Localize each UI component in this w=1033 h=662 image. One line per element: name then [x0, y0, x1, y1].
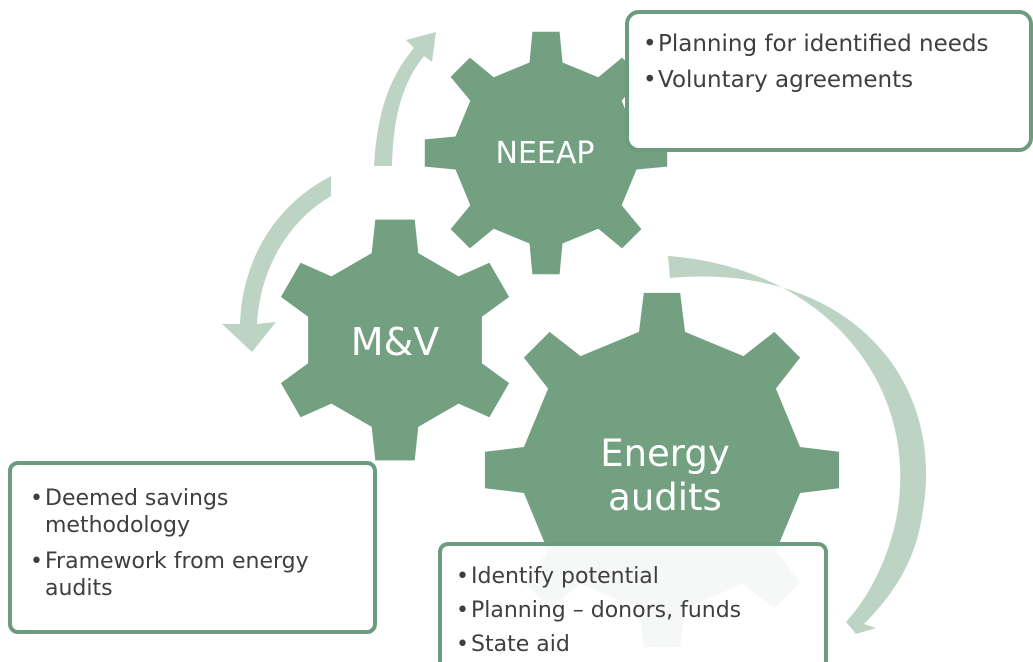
energy-audits-label-line2: audits — [608, 475, 722, 519]
neeap-gear — [424, 31, 668, 275]
neeap-callout: Planning for identified needs Voluntary … — [625, 10, 1033, 152]
energy-audits-callout-item: State aid — [456, 628, 816, 662]
mv-callout: Deemed savings methodology Framework fro… — [8, 461, 377, 634]
neeap-callout-item: Planning for identified needs — [643, 26, 1019, 62]
cycle-arrow-to-energy-audits — [668, 256, 927, 634]
mv-gear-label: M&V — [350, 320, 440, 364]
energy-audits-callout: Identify potential Planning – donors, fu… — [438, 542, 828, 662]
mv-callout-item: Framework from energy audits — [30, 548, 363, 602]
energy-audits-callout-item: Planning – donors, funds — [456, 594, 816, 628]
mv-callout-item: Deemed savings methodology — [30, 485, 363, 539]
cycle-arrow-to-mv — [222, 176, 331, 352]
energy-audits-label-line1: Energy — [600, 432, 730, 475]
cycle-arrow-to-neeap — [374, 32, 436, 166]
mv-gear — [280, 219, 510, 461]
neeap-callout-item: Voluntary agreements — [643, 62, 1019, 98]
energy-audits-gear-label: Energy audits — [570, 432, 760, 519]
energy-audits-callout-item: Identify potential — [456, 560, 816, 594]
neeap-gear-label: NEEAP — [495, 136, 595, 171]
